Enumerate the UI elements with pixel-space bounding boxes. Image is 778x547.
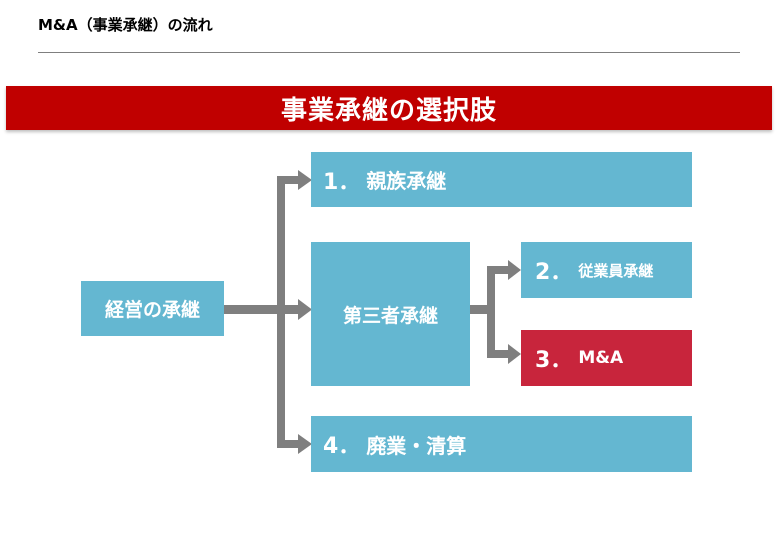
option-2-number: 2． xyxy=(535,260,573,285)
title-divider xyxy=(38,52,740,53)
sub-connector xyxy=(470,305,492,314)
option-4-number: 4． xyxy=(323,434,361,459)
sub-branch-2 xyxy=(487,266,509,274)
option-3-label: M&A xyxy=(578,348,624,368)
title-banner: 事業承継の選択肢 xyxy=(6,86,772,130)
option-1-label: 親族承継 xyxy=(366,169,447,193)
third-party-label: 第三者承継 xyxy=(342,304,438,327)
arrowhead-2 xyxy=(508,260,521,280)
option-2-box: 2． 従業員承継 xyxy=(521,242,692,298)
option-2-label: 従業員承継 xyxy=(578,261,654,280)
branch-4 xyxy=(277,440,299,448)
page-title: M&A（事業承継）の流れ xyxy=(38,16,213,34)
option-3-number: 3． xyxy=(535,348,573,373)
option-4-label: 廃業・清算 xyxy=(366,433,467,458)
root-label: 経営の承継 xyxy=(104,299,200,321)
option-1-box: 1． 親族承継 xyxy=(311,152,692,207)
branch-1 xyxy=(277,176,299,184)
branch-third-party xyxy=(277,305,299,314)
option-3-box: 3． M&A xyxy=(521,330,692,386)
arrowhead-1 xyxy=(298,170,312,190)
banner-label: 事業承継の選択肢 xyxy=(280,95,497,126)
sub-branch-3 xyxy=(487,350,509,358)
sub-trunk xyxy=(487,266,495,358)
option-1-number: 1． xyxy=(323,169,361,195)
arrowhead-4 xyxy=(298,434,312,454)
third-party-box: 第三者承継 xyxy=(311,242,470,386)
option-4-box: 4． 廃業・清算 xyxy=(311,416,692,472)
arrowhead-third-party xyxy=(298,299,312,320)
root-connector xyxy=(224,305,282,314)
root-box: 経営の承継 xyxy=(81,281,224,336)
arrowhead-3 xyxy=(508,344,521,364)
